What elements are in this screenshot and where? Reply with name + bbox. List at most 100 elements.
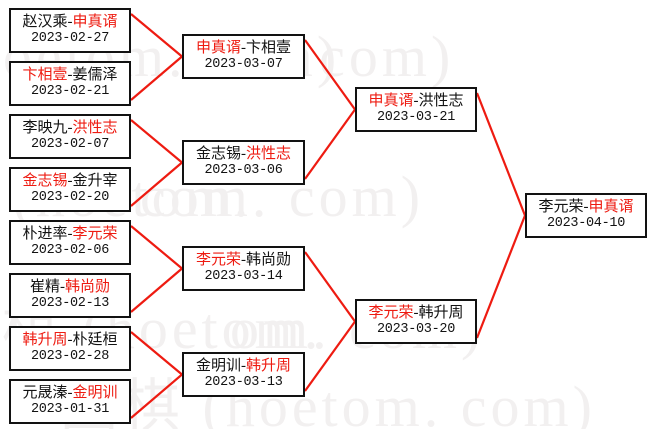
match-players: 崔精-韩尚勋 [30, 279, 110, 296]
player-right: 洪性志 [246, 145, 292, 162]
match-date: 2023-02-20 [30, 190, 109, 206]
match-date: 2023-02-28 [30, 349, 109, 365]
match-players: 元晟溱-金明训 [22, 385, 117, 402]
player-separator: - [241, 251, 246, 268]
match-date: 2023-01-31 [30, 402, 109, 418]
player-right: 卞相壹 [246, 39, 292, 56]
player-right: 李元荣 [72, 225, 118, 242]
match-players: 申真谞-卞相壹 [196, 40, 291, 57]
player-left: 赵汉乘 [22, 13, 68, 30]
player-right: 韩升周 [418, 304, 464, 321]
player-separator: - [67, 13, 73, 30]
match-date: 2023-03-21 [376, 110, 455, 126]
connector-line [130, 267, 183, 313]
player-left: 卞相壹 [22, 66, 68, 83]
connector-line [130, 225, 183, 270]
player-left: 元晟溱 [22, 384, 68, 401]
connector-line [130, 373, 183, 419]
player-left: 金志锡 [195, 145, 241, 162]
match-date: 2023-03-14 [204, 269, 283, 285]
player-left: 李元荣 [538, 198, 584, 215]
player-right: 朴廷桓 [72, 331, 118, 348]
player-separator: - [583, 198, 589, 215]
match-date: 2023-03-07 [204, 57, 283, 73]
match-players: 李元荣-申真谞 [538, 199, 633, 216]
match-date: 2023-02-07 [30, 137, 109, 153]
watermark-text: 围棋 (hoetom. com) [60, 374, 596, 429]
player-left: 金志锡 [22, 172, 68, 189]
connector-line [475, 92, 527, 216]
match-players: 赵汉乘-申真谞 [22, 14, 117, 31]
match-date: 2023-03-20 [376, 322, 455, 338]
player-left: 申真谞 [368, 92, 414, 109]
match-players: 金明训-韩升周 [196, 358, 291, 375]
connector-line [130, 13, 183, 58]
player-separator: - [60, 278, 65, 295]
match-players: 卞相壹-姜儒泽 [22, 67, 117, 84]
player-right: 申真谞 [72, 13, 118, 30]
player-separator: - [241, 39, 246, 56]
player-right: 韩尚勋 [65, 278, 111, 295]
player-left: 李元荣 [368, 304, 414, 321]
player-left: 金明训 [195, 357, 241, 374]
player-left: 韩升周 [22, 331, 68, 348]
player-separator: - [67, 119, 73, 136]
player-right: 韩尚勋 [246, 251, 292, 268]
connector-line [304, 39, 356, 111]
player-separator: - [413, 92, 419, 109]
match-players: 朴进率-李元荣 [22, 226, 117, 243]
player-separator: - [67, 331, 73, 348]
player-right: 洪性志 [72, 119, 118, 136]
player-right: 韩升周 [246, 357, 292, 374]
match-players: 金志锡-洪性志 [196, 146, 291, 163]
match-players: 李元荣-韩尚勋 [196, 252, 291, 269]
match-date: 2023-03-13 [204, 375, 283, 391]
player-right: 金明训 [72, 384, 118, 401]
match-players: 申真谞-洪性志 [368, 93, 463, 110]
connector-line [304, 108, 356, 180]
player-left: 申真谞 [195, 39, 241, 56]
player-separator: - [241, 145, 246, 162]
player-left: 朴进率 [22, 225, 68, 242]
player-left: 李元荣 [195, 251, 241, 268]
match-date: 2023-02-13 [30, 296, 109, 312]
player-right: 申真谞 [588, 198, 634, 215]
match-players: 金志锡-金升宰 [22, 173, 117, 190]
match-date: 2023-04-10 [546, 216, 625, 232]
player-right: 姜儒泽 [72, 66, 118, 83]
player-left: 李映九 [22, 119, 68, 136]
match-players: 李元荣-韩升周 [368, 305, 463, 322]
connector-line [130, 161, 183, 207]
player-separator: - [241, 357, 246, 374]
connector-line [304, 320, 356, 392]
player-separator: - [67, 225, 73, 242]
match-date: 2023-03-06 [204, 163, 283, 179]
connector-line [130, 55, 183, 101]
match-players: 韩升周-朴廷桓 [22, 332, 117, 349]
match-date: 2023-02-27 [30, 31, 109, 47]
connector-line [130, 331, 183, 376]
player-left: 崔精 [29, 278, 60, 295]
player-right: 洪性志 [418, 92, 464, 109]
match-players: 李映九-洪性志 [22, 120, 117, 137]
connector-line [304, 251, 356, 323]
player-separator: - [67, 66, 73, 83]
player-separator: - [67, 172, 73, 189]
player-right: 金升宰 [72, 172, 118, 189]
